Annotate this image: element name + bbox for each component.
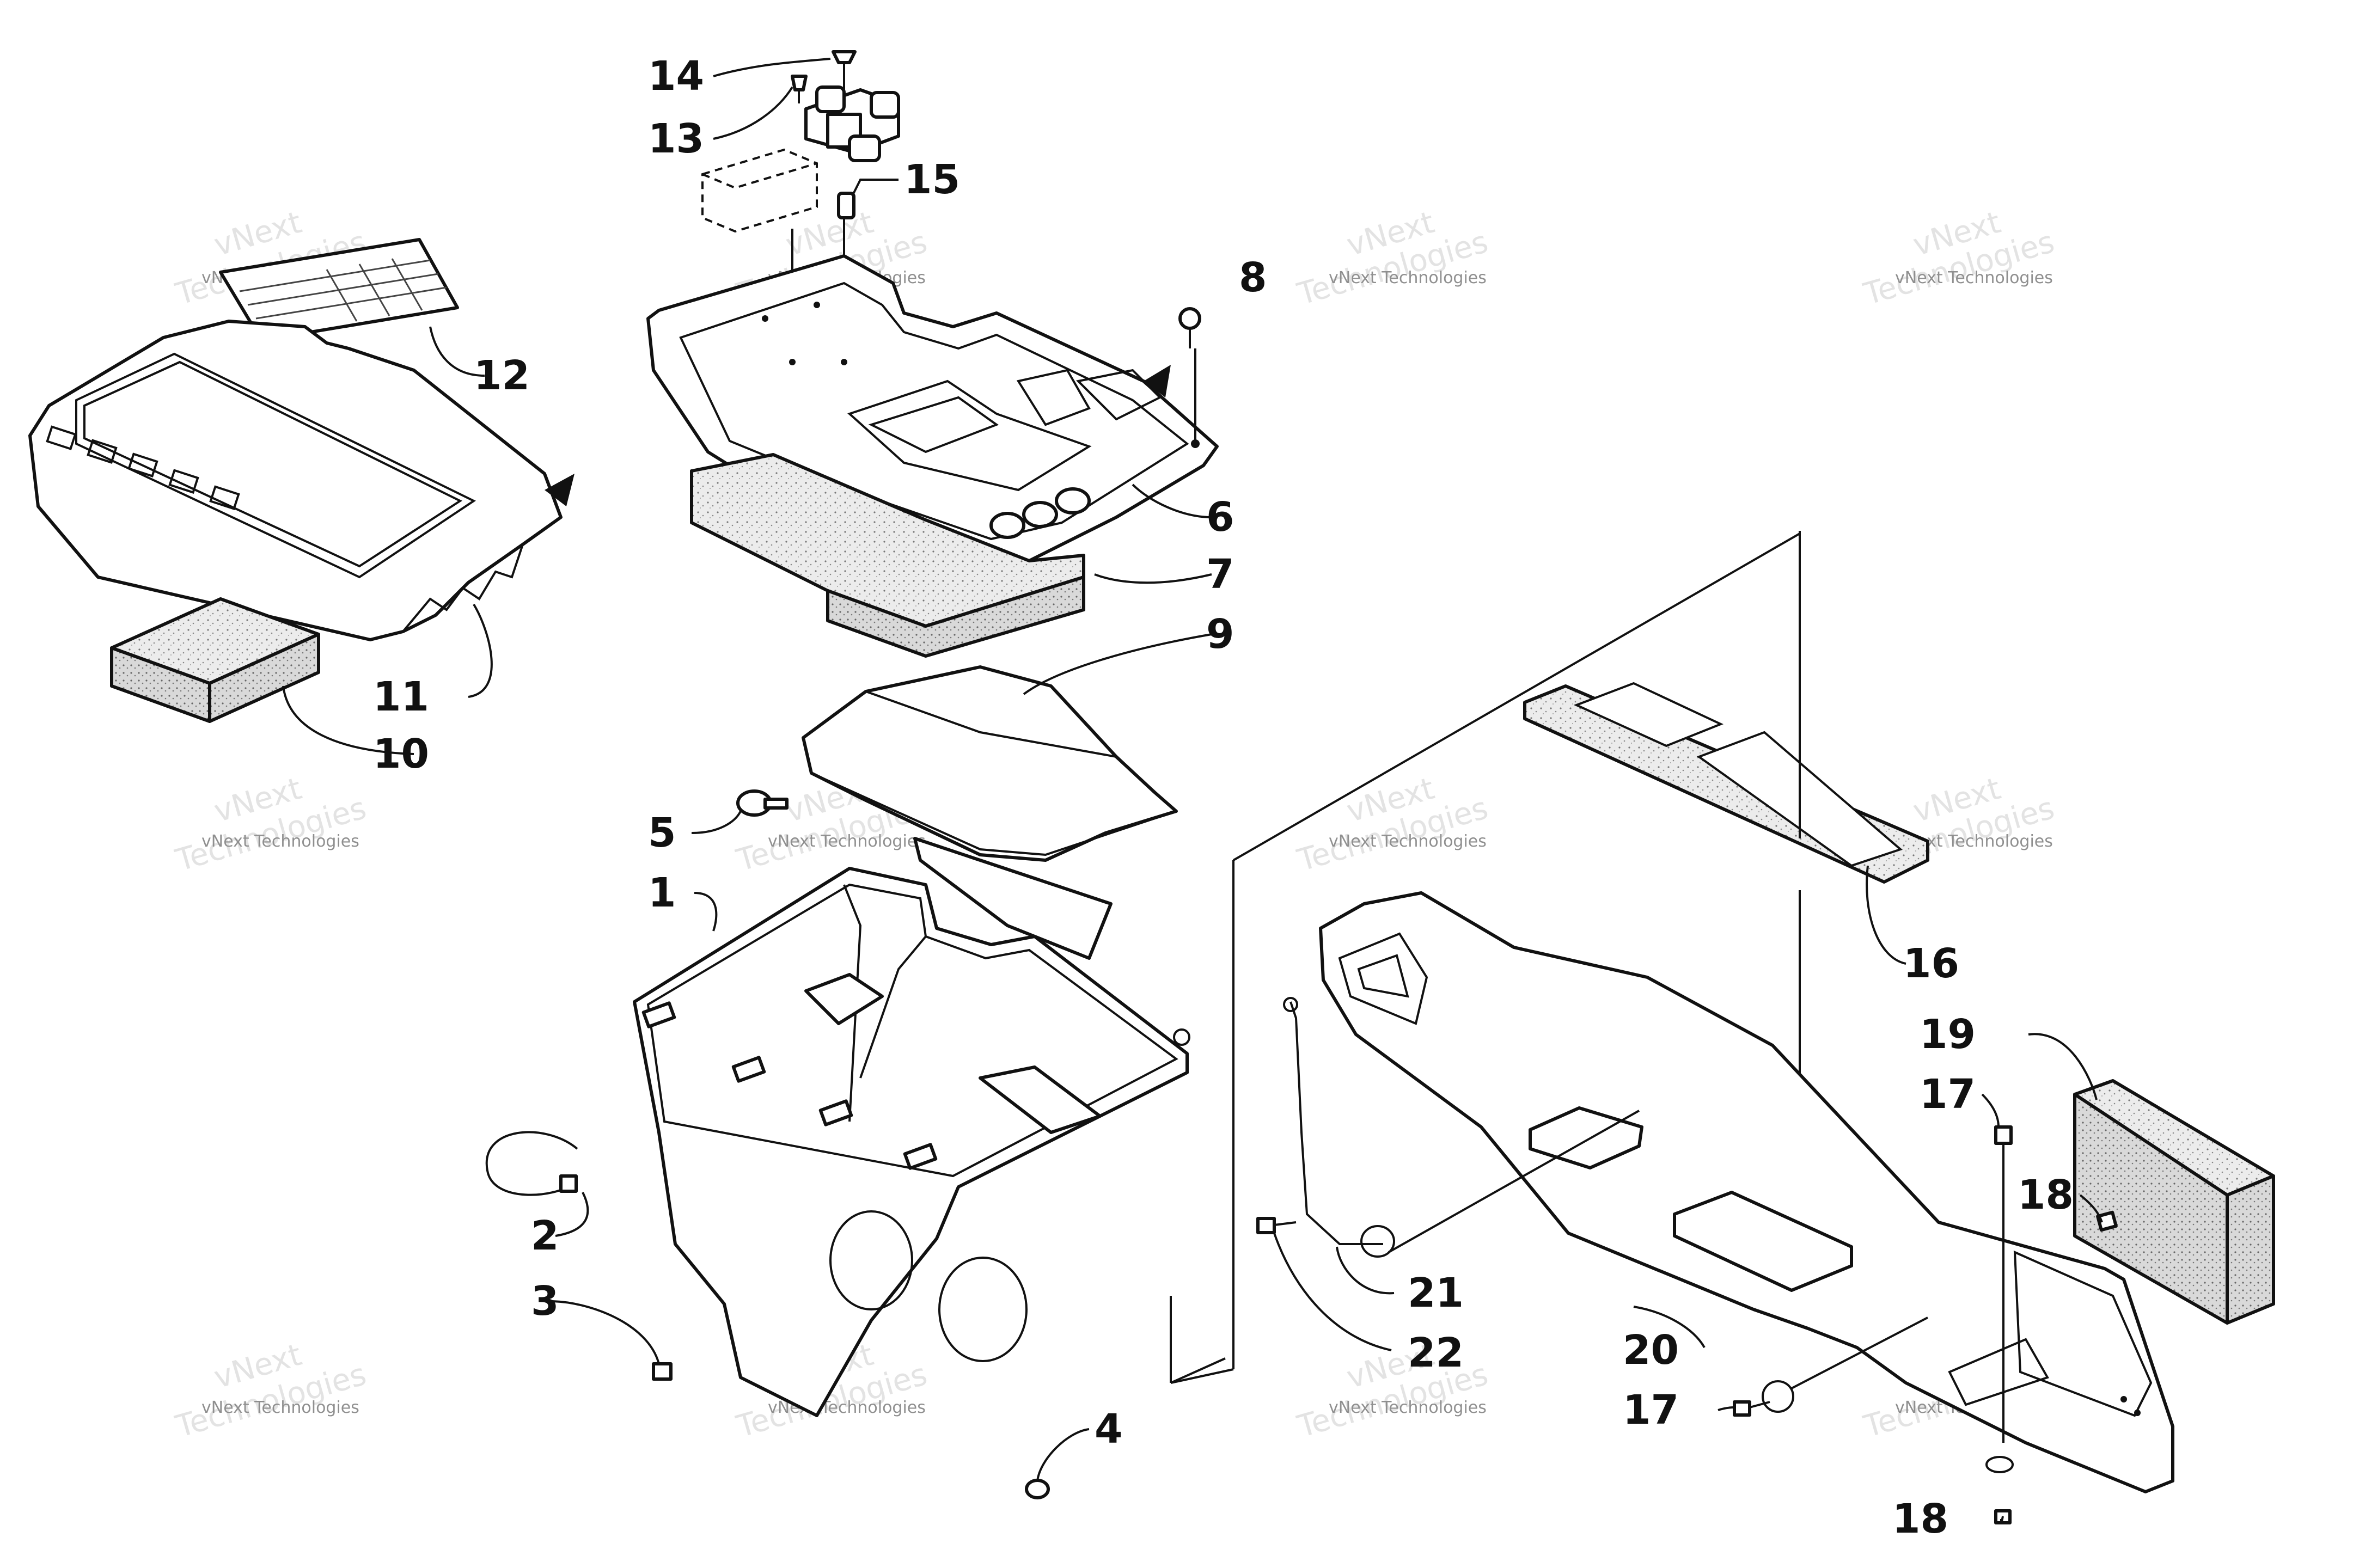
part-13-14-15-relays [701, 50, 900, 362]
callout-17-top: 17 [1920, 1071, 1976, 1118]
callout-20: 19 [1920, 1011, 1976, 1058]
callout-1: 1 [648, 869, 676, 916]
part-15-spacer [837, 192, 855, 219]
callout-18-bottom: 18 [1892, 1496, 1948, 1542]
part-10-foam-pad [110, 597, 320, 723]
callout-22: 22 [1408, 1330, 1464, 1376]
callout-21: 21 [1408, 1270, 1464, 1316]
arrow-marker [545, 474, 575, 506]
callout-13: 13 [648, 115, 704, 162]
part-17-bolt-top [1994, 1125, 2013, 1443]
callout-3: 3 [531, 1278, 559, 1325]
part-16-gasket [1523, 531, 1929, 1230]
watermark: vNext Technologies vNext Technologies [172, 1337, 370, 1445]
watermark-text-c: vNext Technologies [768, 832, 926, 851]
part-3-clip [652, 1362, 673, 1381]
watermark-text-c: vNext Technologies [1329, 268, 1487, 287]
part-9-air-box-lid [802, 665, 1178, 960]
watermark-text-c: vNext Technologies [201, 832, 359, 851]
callout-15: 15 [904, 156, 960, 203]
callout-14: 14 [648, 53, 704, 100]
part-13-screw [791, 75, 808, 91]
callout-18-top: 18 [2018, 1172, 2074, 1218]
watermark: vNext Technologies vNext Technologies [1293, 205, 1492, 313]
part-20-foam-block [2073, 1079, 2275, 1325]
watermark-text-c: vNext Technologies [201, 1398, 359, 1417]
part-8-screw [1178, 307, 1201, 444]
callout-10: 10 [373, 731, 429, 777]
watermark-text-c: vNext Technologies [1329, 1398, 1487, 1417]
callout-4: 4 [1095, 1406, 1123, 1453]
callout-19: 20 [1623, 1327, 1679, 1374]
part-4-plug [1025, 1479, 1050, 1499]
callout-12: 12 [474, 352, 530, 399]
part-1-air-box [633, 867, 1226, 1417]
callout-labels: 14 13 15 8 12 6 7 9 11 10 5 1 2 3 4 16 1… [373, 53, 2074, 1542]
callout-9: 9 [1206, 611, 1234, 658]
callout-17-bottom: 17 [1623, 1387, 1679, 1434]
part-21-rod [1283, 997, 1395, 1258]
watermark: vNext Technologies vNext Technologies [1860, 205, 2058, 313]
callout-5: 5 [648, 810, 676, 856]
frame-lines [1170, 532, 1800, 1384]
watermark-text-c: vNext Technologies [1895, 268, 2053, 287]
callout-7: 7 [1206, 551, 1234, 598]
callout-6: 6 [1206, 494, 1234, 541]
part-12-label-sticker [219, 238, 459, 342]
callout-8: 8 [1239, 254, 1267, 301]
callout-16: 16 [1903, 940, 1959, 987]
part-18-nut-top [2096, 1210, 2118, 1232]
watermark: vNext Technologies vNext Technologies [1293, 771, 1492, 879]
part-19-console [1319, 891, 2174, 1493]
watermark: vNext Technologies vNext Technologies [172, 771, 370, 879]
callout-11: 11 [373, 673, 429, 720]
arrow-marker [1144, 365, 1171, 397]
part-2-clip [485, 1131, 578, 1196]
part-22-bolt [1256, 1217, 1297, 1234]
watermark-text-c: vNext Technologies [1329, 832, 1487, 851]
part-7-foam-pad [690, 453, 1085, 658]
part-18-nut-bottom [1985, 1456, 2014, 1524]
part-5-screw [736, 789, 789, 817]
leader-lines [282, 58, 2103, 1524]
callout-2: 2 [531, 1212, 559, 1259]
part-14-screw [832, 50, 857, 64]
part-11-console-cover [28, 320, 575, 641]
